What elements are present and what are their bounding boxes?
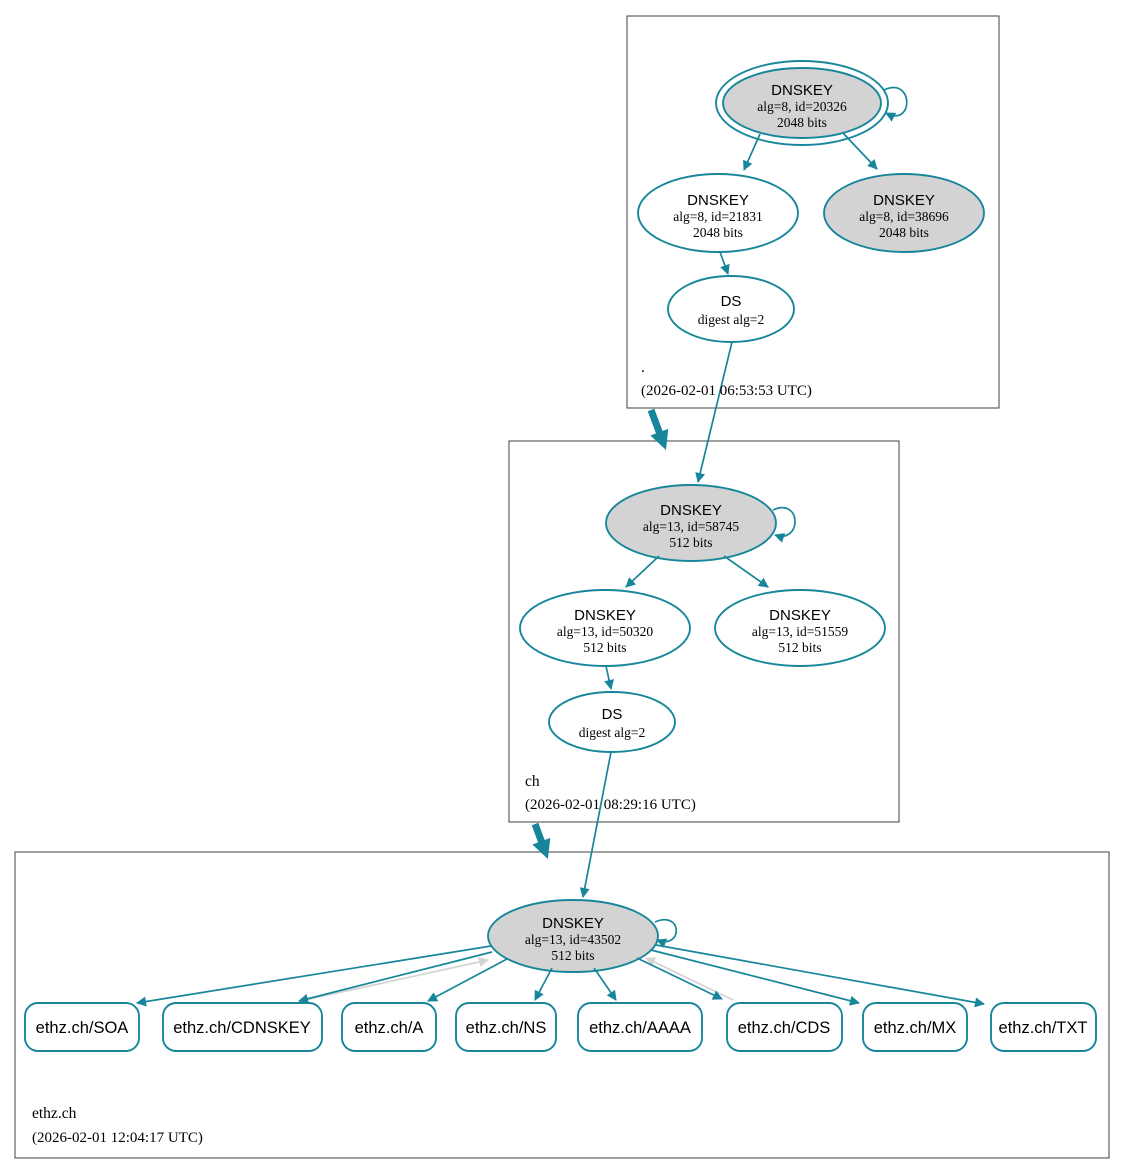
rrset-label-txt: ethz.ch/TXT: [999, 1019, 1088, 1037]
rrset-ethz-ch-mx[interactable]: [862, 1002, 968, 1052]
edge-20326-to-21831: [743, 133, 761, 171]
dnskey-38696-alg: alg=8, id=38696: [859, 209, 949, 224]
dnskey-50320-bits: 512 bits: [583, 640, 626, 655]
edge-20326-to-38696: [842, 132, 878, 170]
selfloop-dnskey-58745: [772, 507, 796, 543]
edge-root-ds-to-ch-ksk: [695, 341, 733, 483]
edge-50320-to-ds: [604, 665, 614, 690]
rrset-ethz-ch-aaaa[interactable]: [577, 1002, 703, 1052]
ds-node-ch[interactable]: [548, 691, 676, 753]
dnskey-20326-alg: alg=8, id=20326: [757, 99, 847, 114]
rrset-ethz-ch-soa[interactable]: [24, 1002, 140, 1052]
edge-ch-ds-to-ethz-ksk: [579, 751, 612, 898]
rrset-label-cds: ethz.ch/CDS: [738, 1019, 831, 1037]
zone-label-ethz-ch: ethz.ch: [32, 1105, 77, 1122]
selfloop-dnskey-20326: [883, 86, 908, 122]
rrset-label-mx: ethz.ch/MX: [874, 1019, 957, 1037]
dnskey-38696-bits: 2048 bits: [879, 225, 929, 240]
ds-root-detail: digest alg=2: [698, 312, 764, 327]
edge-58745-to-51559: [723, 555, 769, 588]
dnskey-50320-title: DNSKEY: [574, 607, 636, 624]
selfloop-dnskey-43502: [654, 919, 678, 948]
dnskey-node-50320[interactable]: [519, 589, 691, 667]
dnskey-20326-bits: 2048 bits: [777, 115, 827, 130]
dnskey-node-38696[interactable]: [823, 173, 985, 253]
zone-timestamp-ethz-ch: (2026-02-01 12:04:17 UTC): [32, 1130, 203, 1146]
zone-label-root: .: [641, 359, 645, 376]
dnskey-node-20326[interactable]: [722, 67, 882, 139]
delegation-arrow-root-to-ch: [647, 408, 669, 451]
dnskey-node-58745[interactable]: [605, 484, 777, 562]
dnskey-43502-bits: 512 bits: [551, 948, 594, 963]
rrset-label-cdnskey: ethz.ch/CDNSKEY: [173, 1019, 311, 1037]
dnskey-20326-title: DNSKEY: [771, 82, 833, 99]
rrset-ethz-ch-a[interactable]: [341, 1002, 437, 1052]
rrset-label-aaaa: ethz.ch/AAAA: [589, 1019, 691, 1037]
dnskey-51559-bits: 512 bits: [778, 640, 821, 655]
dnskey-38696-title: DNSKEY: [873, 192, 935, 209]
rrset-label-a: ethz.ch/A: [355, 1019, 424, 1037]
edge-dnskey-to-txt: [655, 944, 985, 1008]
zone-timestamp-ch: (2026-02-01 08:29:16 UTC): [525, 797, 696, 813]
edge-58745-to-50320: [625, 555, 660, 588]
dnskey-node-51559[interactable]: [714, 589, 886, 667]
rrset-label-soa: ethz.ch/SOA: [36, 1019, 129, 1037]
edge-dnskey-to-cdnskey: [298, 951, 493, 1004]
dnskey-21831-title: DNSKEY: [687, 192, 749, 209]
rrset-ethz-ch-cdnskey[interactable]: [162, 1002, 323, 1052]
rrset-ethz-ch-cds[interactable]: [726, 1002, 843, 1052]
edge-dnskey-to-soa: [136, 945, 492, 1007]
edge-dnskey-to-cds: [636, 957, 723, 1000]
ds-root-title: DS: [721, 293, 742, 310]
dnskey-node-43502[interactable]: [487, 899, 659, 973]
rrset-label-ns: ethz.ch/NS: [466, 1019, 547, 1037]
zone-label-ch: ch: [525, 773, 540, 790]
dnskey-51559-alg: alg=13, id=51559: [752, 624, 848, 639]
dnskey-21831-bits: 2048 bits: [693, 225, 743, 240]
dnskey-58745-bits: 512 bits: [669, 535, 712, 550]
dnskey-51559-title: DNSKEY: [769, 607, 831, 624]
rrset-ethz-ch-ns[interactable]: [455, 1002, 557, 1052]
edge-dnskey-to-ns: [534, 967, 553, 1001]
edge-cdnskey-to-dnskey-gray: [304, 957, 489, 1001]
edge-dnskey-to-aaaa: [593, 967, 617, 1001]
dnskey-43502-alg: alg=13, id=43502: [525, 932, 621, 947]
dnskey-node-21831[interactable]: [637, 173, 799, 253]
ds-ch-detail: digest alg=2: [579, 725, 645, 740]
dnskey-21831-alg: alg=8, id=21831: [673, 209, 762, 224]
edge-dnskey-to-a: [427, 958, 508, 1002]
dnskey-50320-alg: alg=13, id=50320: [557, 624, 653, 639]
rrset-ethz-ch-txt[interactable]: [990, 1002, 1097, 1052]
dnskey-43502-title: DNSKEY: [542, 915, 604, 932]
delegation-arrow-ch-to-ethz: [531, 822, 551, 860]
ds-ch-title: DS: [602, 706, 623, 723]
zone-timestamp-root: (2026-02-01 06:53:53 UTC): [641, 383, 812, 399]
dnskey-58745-title: DNSKEY: [660, 502, 722, 519]
edge-dnskey-to-mx: [650, 949, 860, 1006]
dnskey-58745-alg: alg=13, id=58745: [643, 519, 739, 534]
ds-node-root[interactable]: [667, 275, 795, 343]
edge-21831-to-ds: [719, 251, 730, 275]
